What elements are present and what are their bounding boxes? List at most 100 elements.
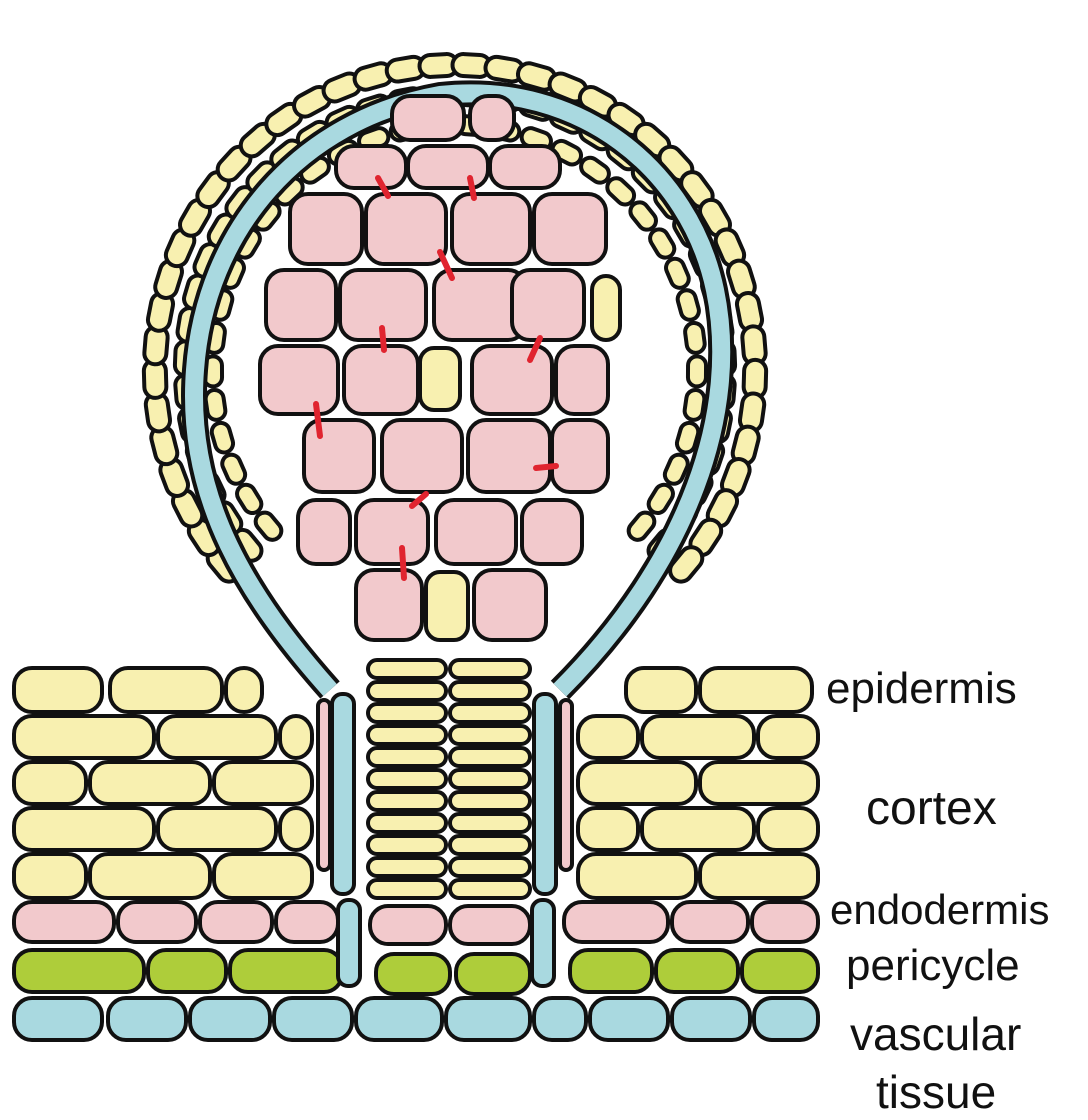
epidermis-cell	[226, 668, 262, 712]
endodermis-strand-cell	[318, 700, 330, 870]
cortex-cell	[14, 854, 86, 898]
vascular-cell	[672, 998, 750, 1040]
column-cell	[450, 704, 530, 722]
epidermis-cell	[110, 668, 222, 712]
column-cell	[368, 748, 446, 766]
primordium-inner-cell	[392, 96, 464, 140]
primordium-inner-cell	[356, 500, 428, 564]
primordium-inner-cell	[290, 194, 362, 264]
cortex-cell	[158, 716, 276, 758]
pericycle-cell	[742, 950, 818, 992]
cortex-cell	[214, 762, 312, 804]
primordium-inner-cell	[470, 96, 514, 140]
endodermis-cell	[370, 906, 446, 944]
endodermis-strand-cell	[560, 700, 572, 870]
cortex-cell	[578, 716, 638, 758]
primordium-inner-cell	[304, 420, 374, 492]
endodermis-cell	[752, 902, 818, 942]
label-tissue: tissue	[876, 1066, 996, 1118]
primordium-outer-cell	[210, 421, 236, 455]
cortex-cell	[14, 762, 86, 804]
vascular-cell	[190, 998, 270, 1040]
endodermis-cell	[276, 902, 338, 942]
primordium-inner-cell	[408, 146, 488, 188]
cortex-cell	[700, 854, 818, 898]
primordium-inner-cell	[556, 346, 608, 414]
anticlinal-wall-mark	[470, 178, 474, 198]
primordium-inner-cell	[366, 194, 446, 264]
pericycle-cell	[570, 950, 652, 992]
column-cell	[450, 858, 530, 876]
primordium-inner-cell	[552, 420, 608, 492]
pericycle-cell	[14, 950, 144, 992]
endodermis-cell	[450, 906, 530, 944]
column-cell	[450, 660, 530, 678]
endodermis-cell	[14, 902, 114, 942]
column-cell	[368, 814, 446, 832]
column-cell	[368, 770, 446, 788]
column-cell	[450, 682, 530, 700]
primordium-inner-cell	[490, 146, 560, 188]
primordium-outer-cell	[684, 322, 706, 354]
pericycle-cell	[656, 950, 738, 992]
column-cell	[450, 814, 530, 832]
cortex-cell	[214, 854, 312, 898]
primordium-outer-cell	[663, 256, 691, 291]
cortex-cell	[578, 854, 696, 898]
column-cell	[450, 748, 530, 766]
epidermis-cell	[626, 668, 696, 712]
column-cell	[368, 858, 446, 876]
cortex-cell	[578, 808, 638, 850]
endodermis-cell	[672, 902, 748, 942]
primordium-inner-cell	[382, 420, 462, 492]
vascular-cell	[754, 998, 818, 1040]
cortex-cell	[578, 762, 696, 804]
column-cell	[368, 704, 446, 722]
epidermis-cell	[700, 668, 812, 712]
column-cell	[450, 792, 530, 810]
primordium-outer-cell	[252, 509, 285, 544]
primordium-inner-cell	[260, 346, 338, 414]
column-cell	[450, 836, 530, 854]
pericycle-cell	[230, 950, 342, 992]
primordium-outer-cell	[625, 509, 658, 544]
vascular-cell	[590, 998, 668, 1040]
primordium-outer-cell	[204, 389, 226, 421]
column-cell	[450, 880, 530, 898]
primordium-outer-cell	[647, 226, 678, 261]
primordium-inner-cell	[472, 346, 552, 414]
cortex-cell	[642, 808, 754, 850]
primordium-inner-cell	[336, 146, 406, 188]
pericycle-cell	[456, 954, 530, 994]
vascular-cell	[274, 998, 352, 1040]
label-pericycle: pericycle	[846, 941, 1020, 990]
cortex-cell	[14, 808, 154, 850]
cortex-cell	[758, 808, 818, 850]
primordium-inner-cell	[468, 420, 550, 492]
primordium-inner-cell	[474, 570, 546, 640]
column-cell	[368, 726, 446, 744]
column-cell	[450, 726, 530, 744]
column-cell	[368, 682, 446, 700]
vascular-strand-cell	[332, 694, 354, 894]
column-cell	[368, 836, 446, 854]
primordium-inner-cell	[512, 270, 584, 340]
primordium-inner-cell	[436, 500, 516, 564]
cortex-cell	[90, 762, 210, 804]
column-cell	[450, 770, 530, 788]
column-cell	[368, 880, 446, 898]
primordium-central-column	[318, 660, 572, 986]
anticlinal-wall-mark	[316, 404, 320, 436]
primordium-inner-cell	[522, 500, 582, 564]
cortex-cell	[158, 808, 276, 850]
vascular-strand-cell	[534, 694, 556, 894]
anticlinal-wall-mark	[536, 466, 556, 468]
anticlinal-wall-mark	[402, 548, 404, 578]
primordium-inner-cell	[356, 570, 422, 640]
cortex-cell	[758, 716, 818, 758]
primordium-inner-yellow-cell	[420, 348, 460, 410]
primordium-outer-cell	[234, 481, 265, 516]
label-epidermis: epidermis	[826, 664, 1017, 713]
endodermis-cell	[118, 902, 196, 942]
